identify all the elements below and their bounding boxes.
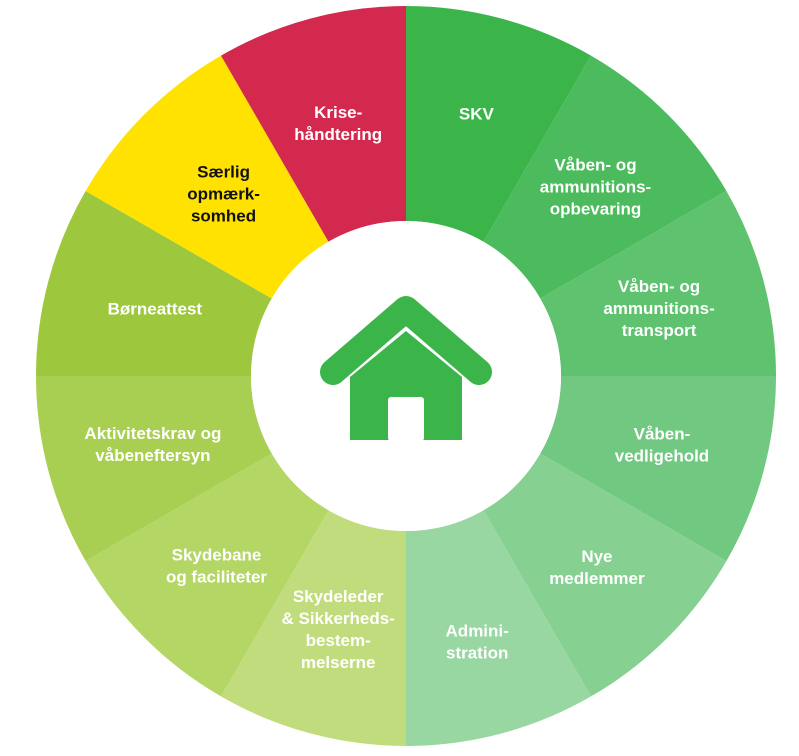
segment-label-line: SKV [459, 104, 495, 123]
segment-label-line: Nye [581, 546, 612, 565]
segment-label-line: & Sikkerheds- [281, 609, 394, 628]
segment-label-line: opbevaring [550, 199, 642, 218]
segment-label-line: og faciliteter [166, 567, 267, 586]
segment-label-line: våbeneftersyn [95, 445, 210, 464]
segment-label-boerneattest: Børneattest [108, 299, 203, 318]
segment-label-saerlig-opmaerksomhed: Særlig opmærk-somhed [187, 162, 260, 225]
segment-label-line: håndtering [294, 124, 382, 143]
segment-skydeleder [221, 510, 406, 746]
segment-nye-medlemmer [483, 453, 727, 697]
segment-label-line: Admini- [446, 621, 509, 640]
segment-label-line: Våben- og [554, 155, 636, 174]
house-body [350, 331, 462, 440]
segment-label-line: Skydebane [172, 545, 262, 564]
segment-skydebane [85, 453, 329, 697]
segment-label-administration: Admini-stration [446, 621, 509, 662]
segment-label-vaaben-transport: Våben- og ammunitions-transport [603, 277, 714, 340]
segment-label-line: melserne [301, 653, 376, 672]
segment-administration [406, 510, 591, 746]
segment-vaaben-vedligehold [540, 376, 776, 561]
segment-label-line: medlemmer [549, 568, 645, 587]
segment-label-line: stration [446, 643, 508, 662]
segment-label-line: ammunitions- [603, 299, 714, 318]
segment-label-line: Skydeleder [293, 587, 384, 606]
segment-label-skv: SKV [459, 104, 495, 123]
segment-label-line: Våben- og [618, 277, 700, 296]
house-roof [320, 296, 492, 385]
segment-label-line: vedligehold [615, 446, 709, 465]
segment-vaaben-transport [540, 191, 776, 376]
segment-aktivitetskrav [36, 376, 272, 561]
segment-label-krisehaandtering: Krise-håndtering [294, 102, 382, 143]
segment-label-aktivitetskrav: Aktivitetskrav og våbeneftersyn [84, 423, 221, 464]
segment-skv [406, 6, 591, 242]
segment-label-skydebane: Skydebane og faciliteter [166, 545, 267, 586]
segment-label-line: Børneattest [108, 299, 203, 318]
segment-label-vaaben-vedligehold: Våben-vedligehold [615, 424, 709, 465]
house-door [388, 397, 424, 441]
segment-label-line: Krise- [314, 102, 362, 121]
segment-label-line: Våben- [634, 424, 691, 443]
segment-label-line: somhed [191, 206, 256, 225]
segment-saerlig-opmaerksomhed [85, 55, 329, 299]
segment-label-vaaben-opbevaring: Våben- og ammunitions-opbevaring [540, 155, 651, 218]
segment-label-line: ammunitions- [540, 177, 651, 196]
segment-label-line: transport [622, 321, 697, 340]
segment-boerneattest [36, 191, 272, 376]
segment-label-skydeleder: Skydeleder & Sikkerheds-bestem-melserne [281, 587, 394, 672]
segment-label-line: Aktivitetskrav og [84, 423, 221, 442]
house-icon [320, 296, 492, 441]
segment-label-line: opmærk- [187, 184, 260, 203]
segment-krisehaandtering [221, 6, 406, 242]
segment-label-line: bestem- [306, 631, 371, 650]
segment-vaaben-opbevaring [483, 55, 727, 299]
segment-label-line: Særlig [197, 162, 250, 181]
segment-label-nye-medlemmer: Nye medlemmer [549, 546, 645, 587]
